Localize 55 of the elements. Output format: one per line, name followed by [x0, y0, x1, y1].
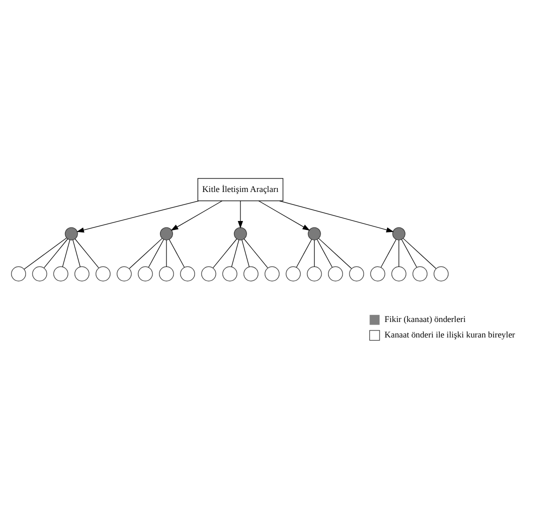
- connector: [318, 238, 352, 269]
- connector: [296, 239, 312, 268]
- node-circle: [264, 266, 280, 282]
- node-circle: [391, 266, 406, 282]
- node-circle: [222, 266, 238, 282]
- node-circle: [328, 266, 343, 282]
- node-circle: [159, 266, 174, 282]
- node-circle: [180, 266, 196, 282]
- connector: [24, 238, 67, 270]
- node-circle: [53, 266, 68, 282]
- arrow: [170, 200, 222, 231]
- node-circle: [370, 266, 386, 282]
- arrow: [238, 200, 244, 228]
- connector: [212, 238, 238, 268]
- node-circle: [244, 266, 258, 282]
- arrow: [258, 200, 310, 231]
- node-circle: [11, 266, 26, 282]
- node-circle: [412, 266, 428, 282]
- connector: [62, 240, 70, 268]
- connector: [380, 239, 396, 268]
- connector: [72, 240, 81, 268]
- connector: [231, 240, 240, 268]
- legend-label: Fikir (kanaat) önderleri: [384, 314, 466, 324]
- node-circle: [160, 227, 173, 240]
- node-circle: [96, 266, 111, 282]
- node-circle: [286, 266, 301, 282]
- connector: [148, 239, 164, 268]
- connector: [74, 238, 99, 268]
- node-circle: [32, 266, 48, 282]
- connector: [242, 240, 250, 268]
- connector: [398, 240, 400, 268]
- connector: [44, 238, 68, 268]
- arrow: [76, 200, 199, 233]
- node-circle: [64, 227, 78, 240]
- connector: [402, 238, 436, 269]
- node-circle: [392, 227, 406, 240]
- node-box: Kitle İletişim Araçları: [198, 178, 284, 202]
- node-circle: [234, 227, 247, 240]
- connector: [129, 238, 162, 269]
- connector: [316, 239, 333, 268]
- node-circle: [434, 266, 449, 282]
- connector: [168, 239, 185, 268]
- connector: [401, 239, 418, 268]
- node-circle: [306, 266, 322, 282]
- node-circle: [349, 266, 364, 282]
- node-circle: [201, 266, 216, 282]
- connector: [314, 240, 315, 268]
- connector: [166, 240, 167, 268]
- arrow: [279, 200, 394, 232]
- legend-label: Kanaat önderi ile ilişki kuran bireyler: [384, 330, 516, 340]
- node-circle: [308, 227, 321, 240]
- node-circle: [74, 266, 90, 282]
- node-circle: [116, 266, 132, 282]
- connector: [244, 238, 268, 268]
- node-circle: [138, 266, 153, 282]
